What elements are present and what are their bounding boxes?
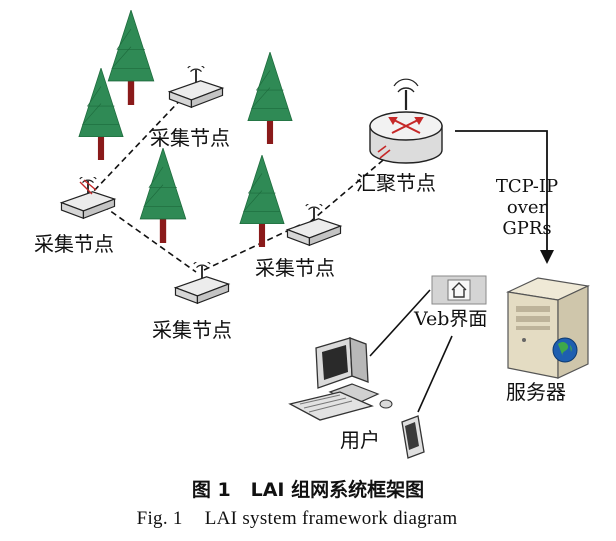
- protocol-label: TCP-IP over GPRs: [472, 176, 582, 239]
- tree: [107, 10, 155, 105]
- sink-node-label: 汇聚节点: [356, 171, 436, 195]
- tree: [139, 148, 187, 243]
- sink-router-icon: [369, 78, 443, 164]
- link-node1-node2: [89, 91, 189, 196]
- collection-node-1: [168, 66, 224, 109]
- server-label: 服务器: [506, 380, 566, 404]
- link-node2-node3: [94, 199, 197, 273]
- connection-arrow: [455, 130, 548, 252]
- link-node3-node4: [203, 223, 303, 271]
- protocol-line-3: GPRs: [502, 218, 552, 239]
- phone-icon: [401, 415, 425, 459]
- caption-cn-number: 图 1: [191, 479, 231, 501]
- figure-caption-cn: 图 1 LAI 组网系统框架图: [0, 475, 616, 502]
- tree: [239, 155, 285, 247]
- collection-node-4: [286, 204, 342, 247]
- web-ui-label: Veb界面: [414, 308, 488, 330]
- signal-indicator: [79, 179, 97, 195]
- figure-caption-en: Fig. 1 LAI system framework diagram: [0, 508, 616, 530]
- collection-node-label-2: 采集节点: [34, 232, 114, 256]
- desktop-computer-icon: [288, 337, 393, 421]
- arrow-head: [540, 250, 554, 264]
- link-web-phone: [417, 335, 453, 413]
- collection-node-label-1: 采集节点: [150, 126, 230, 150]
- user-label: 用户: [340, 428, 380, 452]
- collection-node-2: [60, 177, 116, 220]
- link-node4-sink: [309, 149, 396, 223]
- caption-cn-title: LAI 组网系统框架图: [250, 479, 425, 501]
- link-web-pc: [369, 289, 431, 357]
- protocol-line-1: TCP-IP: [495, 176, 559, 197]
- protocol-line-2: over: [506, 197, 548, 218]
- collection-node-label-3: 采集节点: [255, 256, 335, 280]
- tree: [78, 68, 124, 160]
- caption-en-title: LAI system framework diagram: [204, 508, 458, 529]
- collection-node-label-4: 采集节点: [152, 318, 232, 342]
- tree: [247, 52, 293, 144]
- home-icon: [431, 275, 487, 305]
- server-icon: [505, 277, 591, 379]
- caption-en-number: Fig. 1: [136, 508, 183, 529]
- collection-node-3: [174, 262, 230, 305]
